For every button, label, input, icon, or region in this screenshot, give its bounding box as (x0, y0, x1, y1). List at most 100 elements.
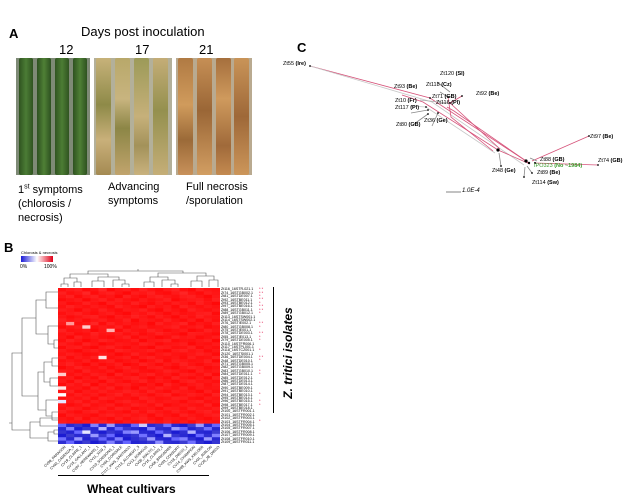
heatmap-cell (98, 362, 107, 367)
heatmap-cell (106, 389, 115, 394)
heatmap-cell (74, 349, 83, 353)
heatmap-cell (114, 294, 124, 299)
heatmap-cell (211, 406, 220, 411)
heatmap-cell (114, 406, 124, 411)
heatmap-cell (98, 423, 107, 428)
heatmap-cell (171, 372, 180, 377)
heatmap-cell (122, 393, 132, 397)
row-label: Zt89_16STGB012.1 (221, 311, 253, 316)
heatmap-cell (139, 372, 148, 377)
node-label-zt48: Zt48 (Ge) (492, 168, 516, 174)
row-dendrogram (9, 291, 58, 442)
heatmap-cell (187, 301, 196, 306)
heatmap-cell (155, 342, 164, 346)
heatmap-cell (114, 318, 124, 323)
heatmap-cell (66, 335, 75, 340)
node-label-zt93: Zt93 (Be) (394, 84, 418, 90)
heatmap-cell (187, 325, 196, 329)
heatmap-cell (82, 389, 91, 394)
row-label: Zt107_16STFR009.1 (221, 433, 255, 438)
heatmap-cell (66, 345, 75, 350)
heatmap-cell (155, 393, 164, 397)
heatmap-cell (179, 352, 188, 357)
heatmap-cell (106, 349, 115, 353)
heatmap-cell (82, 301, 91, 306)
significance-mark: * (259, 347, 261, 353)
heatmap-cell (139, 376, 148, 380)
heatmap-cell (171, 396, 180, 401)
heatmap-cell (203, 379, 213, 384)
heatmap-cell (98, 430, 107, 435)
heatmap-cell (155, 304, 164, 309)
heatmap-cell (171, 423, 180, 428)
heatmap-cell (130, 335, 140, 340)
heatmap-cell (179, 301, 188, 306)
heatmap-cell (195, 332, 205, 336)
row-label: Zt94_16STBE013.1 (221, 392, 253, 397)
heatmap-cell (114, 393, 124, 397)
heatmap-cell (179, 332, 188, 336)
row-label: Zt101_16STFR002.1 (221, 412, 255, 417)
heatmap-cell (74, 359, 83, 363)
heatmap-cell (203, 328, 213, 333)
node-label-zt80: Zt80 (GB) (396, 122, 421, 128)
heatmap-cell (195, 328, 205, 333)
heatmap-cell (66, 338, 75, 343)
heatmap-cell (155, 427, 164, 431)
heatmap-cell (58, 433, 67, 438)
heatmap-cell (179, 362, 188, 367)
heatmap-cell (147, 399, 156, 404)
row-label: Zt88_16STGB011.1 (221, 307, 253, 312)
heatmap-cell (147, 328, 156, 333)
heatmap-cell (171, 298, 180, 302)
heatmap-cell (203, 430, 213, 435)
heatmap-cell (195, 321, 205, 326)
heatmap-cell (122, 311, 132, 316)
heatmap-cell (66, 318, 75, 323)
heatmap-cell (195, 298, 205, 302)
heatmap-cell (203, 440, 213, 444)
heatmap-cell (122, 315, 132, 319)
heatmap-cell (90, 403, 99, 407)
heatmap-cell (122, 382, 132, 387)
heatmap-cell (58, 427, 67, 431)
heatmap-cell (130, 349, 140, 353)
heatmap-cell (187, 311, 196, 316)
heatmap-cell (171, 345, 180, 350)
heatmap-cell (130, 423, 140, 428)
heatmap-cell (74, 413, 83, 418)
heatmap-cell (82, 294, 91, 299)
heatmap-cell (163, 440, 172, 444)
heatmap-cell (98, 311, 107, 316)
heatmap-cell (66, 349, 75, 353)
heatmap-cell (106, 318, 115, 323)
heatmap-cell (90, 362, 99, 367)
heatmap-cell (139, 382, 148, 387)
heatmap-cell (195, 406, 205, 411)
heatmap-cell (155, 420, 164, 424)
heatmap-cell (163, 416, 172, 421)
heatmap-cell (171, 393, 180, 397)
heatmap-cell (130, 416, 140, 421)
heatmap-cell (114, 399, 124, 404)
days-post-inoculation-title: Days post inoculation (81, 24, 205, 39)
heatmap-cell (122, 416, 132, 421)
heatmap-cell (139, 332, 148, 336)
heatmap-cell (179, 413, 188, 418)
heatmap-cell (211, 376, 220, 380)
heatmap-cell (90, 304, 99, 309)
heatmap-cell (171, 440, 180, 444)
day-label-21: 21 (199, 42, 214, 57)
heatmap-cell (106, 386, 115, 391)
heatmap-cell (90, 318, 99, 323)
heatmap-cell (211, 345, 220, 350)
heatmap-cell (90, 342, 99, 346)
heatmap-cell (58, 298, 67, 302)
heatmap-cell (155, 338, 164, 343)
heatmap-cell (171, 416, 180, 421)
heatmap-cell (82, 349, 91, 353)
heatmap-cell (66, 291, 75, 296)
heatmap-cell (139, 294, 148, 299)
heatmap-cell (74, 288, 83, 292)
significance-mark: * (259, 337, 261, 343)
